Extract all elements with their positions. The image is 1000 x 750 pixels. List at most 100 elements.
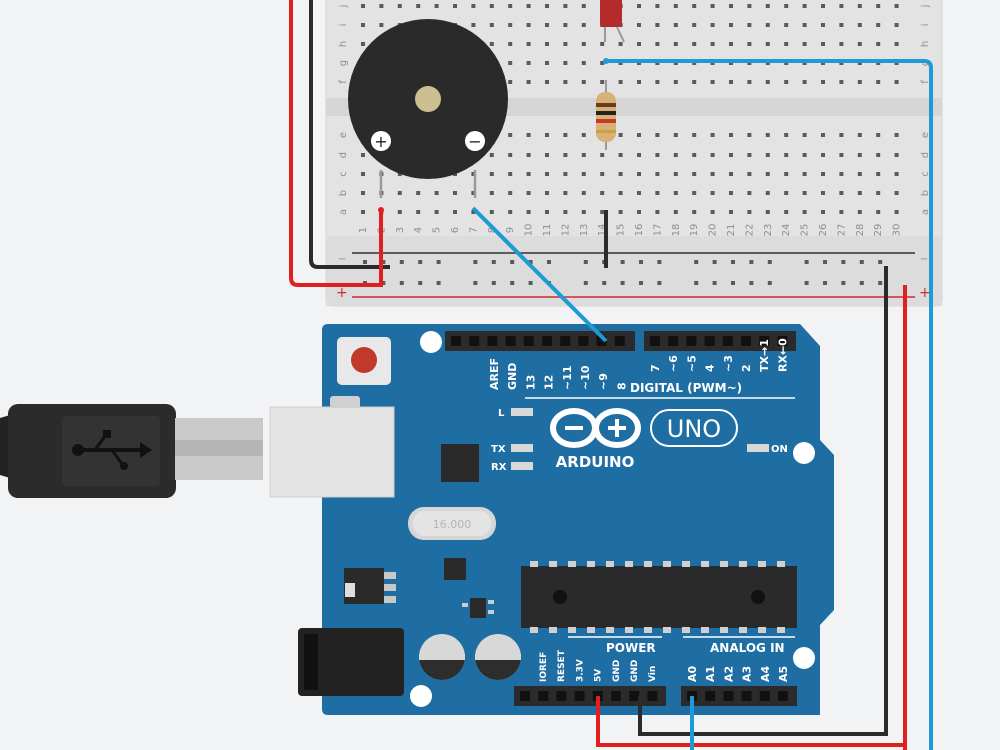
breadboard-hole[interactable] [655, 153, 660, 157]
breadboard-hole[interactable] [729, 191, 733, 195]
breadboard-hole[interactable] [637, 133, 641, 137]
breadboard-hole[interactable] [710, 42, 715, 46]
breadboard-hole[interactable] [839, 42, 844, 46]
breadboard-hole[interactable] [545, 210, 549, 214]
breadboard-hole[interactable] [545, 4, 549, 8]
wires[interactable] [289, 0, 933, 750]
header-socket[interactable] [778, 691, 788, 701]
header-socket[interactable] [668, 336, 679, 346]
breadboard-hole[interactable] [563, 42, 568, 46]
breadboard-hole[interactable] [545, 80, 549, 84]
breadboard-hole[interactable] [784, 4, 789, 8]
breadboard-hole[interactable] [637, 23, 641, 27]
breadboard-hole[interactable] [655, 210, 660, 214]
breadboard-hole[interactable] [765, 80, 770, 84]
breadboard-hole[interactable] [821, 191, 825, 195]
breadboard-hole[interactable] [747, 133, 752, 137]
breadboard-hole[interactable] [434, 210, 439, 214]
breadboard-hole[interactable] [489, 210, 494, 214]
breadboard-hole[interactable] [508, 172, 513, 176]
rail-hole[interactable] [859, 260, 864, 264]
breadboard-hole[interactable] [839, 23, 844, 27]
breadboard-hole[interactable] [655, 23, 660, 27]
rail-hole[interactable] [381, 281, 386, 285]
rail-hole[interactable] [399, 281, 404, 285]
breadboard-hole[interactable] [581, 4, 586, 8]
breadboard-hole[interactable] [673, 133, 678, 137]
breadboard-hole[interactable] [784, 172, 789, 176]
rail-hole[interactable] [510, 281, 515, 285]
breadboard-hole[interactable] [802, 23, 807, 27]
breadboard-hole[interactable] [453, 4, 457, 8]
rail-hole[interactable] [491, 281, 496, 285]
breadboard-hole[interactable] [618, 191, 623, 195]
breadboard-hole[interactable] [894, 191, 899, 195]
rail-hole[interactable] [823, 260, 827, 264]
breadboard-hole[interactable] [673, 191, 678, 195]
rail-hole[interactable] [841, 281, 846, 285]
breadboard-hole[interactable] [894, 153, 899, 157]
breadboard-hole[interactable] [765, 153, 770, 157]
header-socket[interactable] [614, 336, 625, 346]
breadboard-hole[interactable] [508, 191, 513, 195]
breadboard-hole[interactable] [747, 153, 752, 157]
header-socket[interactable] [505, 336, 516, 346]
breadboard-hole[interactable] [581, 172, 586, 176]
rail-hole[interactable] [620, 260, 625, 264]
breadboard-hole[interactable] [508, 210, 513, 214]
breadboard-hole[interactable] [876, 42, 881, 46]
breadboard-hole[interactable] [526, 61, 531, 65]
breadboard-hole[interactable] [876, 4, 881, 8]
rail-hole[interactable] [731, 260, 735, 264]
breadboard-hole[interactable] [471, 4, 476, 8]
breadboard-hole[interactable] [692, 153, 697, 157]
rail-hole[interactable] [767, 281, 772, 285]
breadboard-hole[interactable] [673, 172, 678, 176]
breadboard-hole[interactable] [416, 210, 421, 214]
breadboard-hole[interactable] [876, 133, 881, 137]
breadboard-hole[interactable] [747, 210, 752, 214]
breadboard-hole[interactable] [508, 153, 513, 157]
breadboard-hole[interactable] [526, 4, 531, 8]
rail-hole[interactable] [547, 260, 551, 264]
breadboard-hole[interactable] [637, 80, 641, 84]
breadboard-hole[interactable] [692, 80, 697, 84]
breadboard-hole[interactable] [821, 210, 825, 214]
breadboard-hole[interactable] [876, 210, 881, 214]
breadboard-hole[interactable] [692, 133, 697, 137]
rail-hole[interactable] [436, 260, 441, 264]
arduino-uno-board[interactable]: 16.000 L TX RX ON ARD [269, 324, 834, 715]
breadboard-hole[interactable] [876, 172, 881, 176]
rail-hole[interactable] [657, 260, 662, 264]
rail-hole[interactable] [399, 260, 404, 264]
breadboard-hole[interactable] [637, 191, 641, 195]
breadboard-hole[interactable] [618, 172, 623, 176]
breadboard-hole[interactable] [581, 61, 586, 65]
rail-hole[interactable] [418, 260, 423, 264]
breadboard-hole[interactable] [692, 210, 697, 214]
header-socket[interactable] [560, 336, 571, 346]
breadboard-hole[interactable] [361, 42, 365, 46]
rail-hole[interactable] [823, 281, 827, 285]
breadboard-hole[interactable] [729, 172, 733, 176]
breadboard-hole[interactable] [784, 80, 789, 84]
breadboard-hole[interactable] [802, 4, 807, 8]
header-socket[interactable] [723, 691, 734, 701]
breadboard-hole[interactable] [397, 210, 402, 214]
rail-hole[interactable] [528, 281, 533, 285]
header-socket[interactable] [629, 691, 640, 701]
breadboard-hole[interactable] [692, 4, 697, 8]
breadboard-hole[interactable] [618, 153, 623, 157]
rail-hole[interactable] [473, 260, 478, 264]
breadboard-hole[interactable] [416, 191, 421, 195]
breadboard-hole[interactable] [563, 80, 568, 84]
breadboard-hole[interactable] [710, 4, 715, 8]
breadboard-hole[interactable] [489, 4, 494, 8]
rail-hole[interactable] [841, 260, 846, 264]
header-socket[interactable] [596, 336, 607, 346]
breadboard-hole[interactable] [821, 133, 825, 137]
breadboard-hole[interactable] [600, 80, 605, 84]
header-socket[interactable] [777, 336, 788, 346]
breadboard-hole[interactable] [673, 42, 678, 46]
